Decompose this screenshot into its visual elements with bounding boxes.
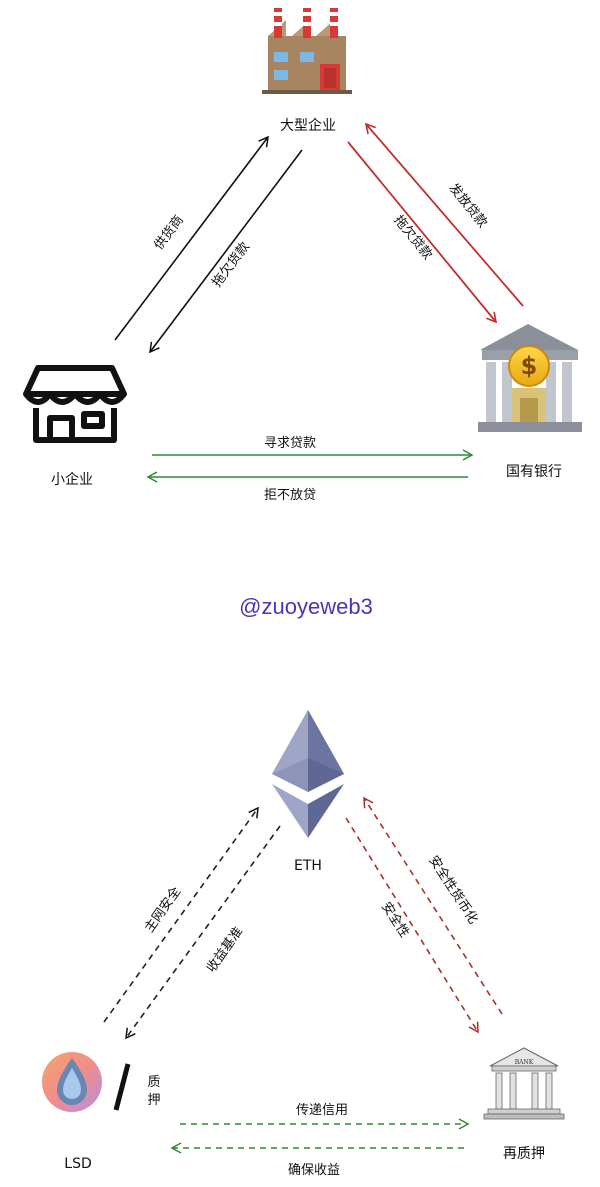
security-monetization-label: 安全性货币化 bbox=[425, 853, 481, 927]
refuse-loan-label: 拒不放贷 bbox=[264, 488, 316, 503]
shop-icon bbox=[23, 365, 127, 443]
arrow-security bbox=[345, 817, 479, 1034]
bank-building-icon: BANK bbox=[483, 1047, 565, 1120]
author-credit: @zuoyeweb3 bbox=[239, 594, 373, 619]
arrow-issue-loan bbox=[364, 122, 524, 307]
lsd-drop-icon bbox=[42, 1052, 102, 1112]
eth-logo-icon bbox=[272, 710, 344, 838]
stake-char-2: 押 bbox=[147, 1093, 160, 1108]
bank-sign: BANK bbox=[515, 1059, 534, 1066]
yield-benchmark-label: 收益基准 bbox=[204, 924, 246, 975]
lsd-label: LSD bbox=[64, 1156, 91, 1172]
arrow-owed-loan-right bbox=[347, 141, 498, 324]
state-bank-label: 国有银行 bbox=[506, 464, 562, 480]
mainnet-security-label: 主网安全 bbox=[141, 884, 184, 936]
factory-icon bbox=[262, 8, 352, 94]
slash-divider bbox=[113, 1063, 131, 1111]
seek-loan-label: 寻求贷款 bbox=[264, 436, 316, 451]
arrow-supplier bbox=[114, 135, 269, 341]
bank-icon: $ bbox=[478, 324, 582, 432]
ensure-yield-label: 确保收益 bbox=[288, 1163, 340, 1178]
transfer-credit-label: 传递信用 bbox=[296, 1103, 348, 1118]
small-business-label: 小企业 bbox=[51, 471, 93, 488]
arrow-security-monetization bbox=[363, 796, 503, 1015]
svg-text:$: $ bbox=[521, 352, 538, 380]
restake-label: 再质押 bbox=[503, 1146, 545, 1162]
eth-label: ETH bbox=[294, 858, 322, 874]
large-enterprise-label: 大型企业 bbox=[280, 117, 336, 134]
arrow-owed-loan-left bbox=[149, 149, 303, 354]
security-label: 安全性 bbox=[378, 899, 413, 940]
arrow-mainnet-security bbox=[103, 806, 259, 1023]
stake-char-1: 质 bbox=[147, 1075, 160, 1090]
supplier-label: 供货商 bbox=[151, 212, 187, 253]
